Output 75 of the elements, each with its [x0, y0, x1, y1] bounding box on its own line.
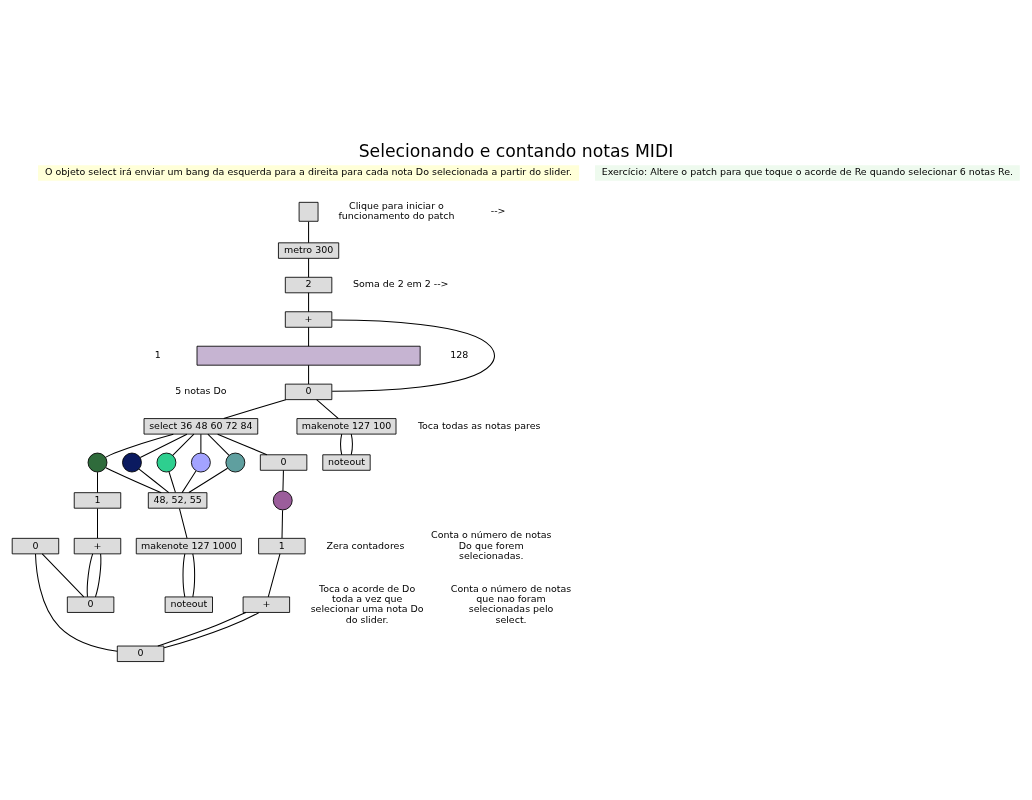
node-box: 48, 52, 55	[147, 491, 208, 509]
node-bar	[196, 345, 421, 366]
label: 5 notas Do	[175, 384, 227, 396]
connector	[163, 611, 260, 648]
node-box: noteout	[322, 453, 371, 471]
connector	[308, 291, 310, 312]
connector	[340, 433, 343, 455]
connector	[192, 552, 196, 597]
node-box: makenote 127 1000	[135, 537, 242, 554]
connector	[97, 471, 98, 493]
label: -->	[490, 204, 506, 216]
connector	[308, 364, 310, 385]
connector	[308, 257, 310, 278]
node-box: 0	[66, 596, 115, 613]
connector	[308, 326, 310, 347]
node-circle	[191, 452, 211, 472]
connector	[181, 470, 197, 493]
connector	[207, 433, 230, 456]
node-box: metro 300	[278, 241, 340, 259]
connector	[168, 470, 176, 493]
connector	[105, 466, 162, 493]
node-box: +	[73, 537, 122, 554]
connector	[94, 552, 102, 597]
connector	[139, 433, 188, 458]
connector	[281, 509, 284, 539]
connector	[188, 467, 229, 493]
connector	[350, 433, 353, 455]
node-box: 0	[116, 645, 165, 662]
label: Conta o número de notas que nao foram selecionadas pelo select.	[450, 582, 572, 625]
label: Zera contadores	[326, 539, 405, 551]
connector	[223, 398, 287, 419]
node-circle	[225, 452, 246, 472]
node-circle	[87, 452, 108, 472]
node-box	[298, 201, 319, 222]
node-circle	[272, 490, 293, 510]
label: Toca todas as notas pares	[417, 419, 541, 431]
connector	[267, 552, 281, 597]
node-circle	[156, 452, 177, 472]
connector	[41, 552, 85, 597]
node-box: 0	[11, 537, 60, 554]
node-box: 0	[284, 383, 333, 400]
node-circle	[122, 452, 142, 472]
node-box: select 36 48 60 72 84	[143, 417, 259, 435]
connector	[182, 552, 186, 597]
label: Toca o acorde de Do toda a vez que selecionar uma nota Do do slider.	[310, 582, 424, 625]
label: Soma de 2 em 2 -->	[352, 277, 449, 289]
connector	[86, 552, 94, 597]
connector	[104, 433, 174, 458]
label: O objeto select irá enviar um bang da esquerda para a direita para cada nota Do selecionada a partir do slider.	[45, 165, 573, 177]
connector	[138, 468, 170, 493]
node-box: noteout	[164, 596, 213, 613]
node-box: +	[284, 310, 333, 328]
label: Clique para iniciar o funcionamento do patch	[338, 199, 455, 221]
node-label: 128	[450, 348, 469, 360]
node-box: +	[242, 596, 291, 613]
node-box: 1	[73, 491, 122, 509]
caption: Exercício: Altere o patch para que toque o acorde de Re quando selecionar 6 notas Re.	[601, 165, 1014, 177]
connector	[217, 433, 268, 455]
connector	[200, 433, 202, 453]
diagram-title: Selecionando e contando notas MIDI	[358, 140, 674, 161]
connector	[316, 398, 339, 419]
node-box: 2	[284, 276, 333, 293]
node-label: 1	[154, 348, 161, 360]
label: Conta o número de notas Do que forem selecionadas.	[431, 528, 552, 561]
node-box: 0	[259, 453, 308, 471]
connector	[35, 553, 118, 652]
connector	[282, 469, 284, 491]
connector	[331, 319, 496, 392]
node-box: 1	[258, 537, 306, 554]
node-box: makenote 127 100	[296, 417, 397, 435]
connector	[308, 220, 310, 243]
connector	[157, 611, 247, 646]
connector	[97, 507, 98, 539]
connector	[178, 507, 188, 539]
connector	[172, 433, 195, 456]
